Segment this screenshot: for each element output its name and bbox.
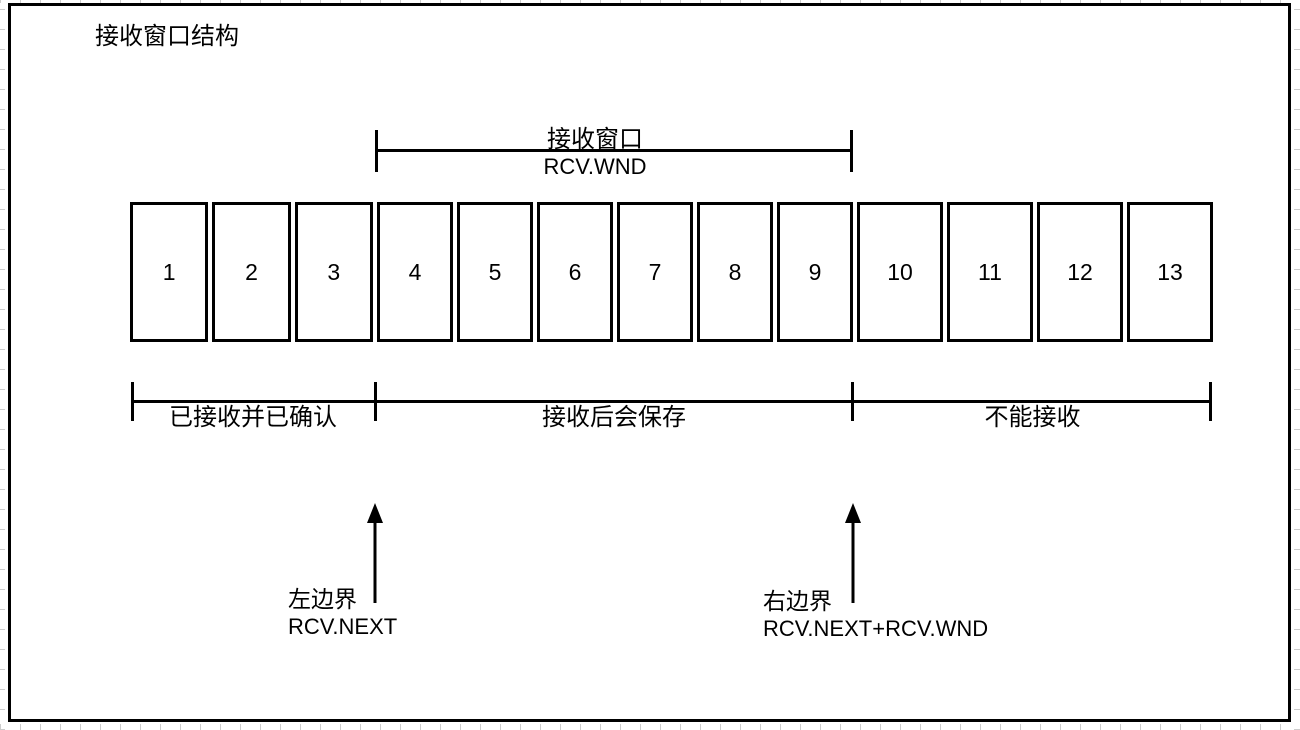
label-will-store: 接收后会保存 [541,404,686,431]
category-tick-end [1209,382,1212,421]
category-tick-rcv-next [373,382,377,421]
sequence-cell: 7 [617,202,693,342]
sequence-cell: 8 [697,202,773,342]
sequence-cell: 5 [457,202,533,342]
receive-window-label: 接收窗口 [547,126,643,153]
ruler-ticks-right [1294,0,1300,730]
sequence-cell: 13 [1127,202,1213,342]
sequence-cell: 2 [212,202,291,342]
segment-received: 1 2 3 [130,202,373,342]
category-tick-window-end [850,382,854,421]
sequence-cell: 3 [294,202,373,342]
arrow-up-icon [367,503,383,523]
sequence-cell: 10 [857,202,943,342]
arrow-shaft [373,519,377,603]
sequence-row: 1 2 3 4 5 6 7 8 9 10 11 12 13 [130,202,1213,342]
ruler-ticks-bottom [0,724,1300,730]
label-cannot-receive: 不能接收 [984,404,1081,431]
arrow-up-icon [845,503,861,523]
ruler-ticks-left [0,0,5,730]
left-boundary-title: 左边界 [288,586,357,612]
rcv-wnd-label: RCV.WND [543,154,647,179]
sequence-cell: 12 [1037,202,1123,342]
sequence-cell: 4 [377,202,453,342]
sequence-cell: 9 [777,202,853,342]
receive-window-bracket: 接收窗口 RCV.WND [375,126,853,179]
bracket-left-tick [375,130,378,172]
category-bracket: 已接收并已确认 接收后会保存 不能接收 [131,382,1212,434]
left-boundary-value: RCV.NEXT [288,614,398,639]
sequence-cell: 1 [130,202,209,342]
category-bracket-line [131,400,1212,403]
segment-window: 4 5 6 7 8 9 [377,202,853,342]
right-boundary-label-group: 右边界 RCV.NEXT+RCV.WND [763,588,988,642]
category-tick-start [131,382,134,421]
bracket-right-tick [850,130,853,172]
window-right-edge-arrow [844,503,862,603]
sequence-cell: 11 [947,202,1033,342]
sequence-cell: 6 [537,202,613,342]
rcv-next-arrow [366,503,384,603]
left-boundary-label-group: 左边界 RCV.NEXT [288,586,397,640]
diagram-title: 接收窗口结构 [95,23,239,50]
right-boundary-value: RCV.NEXT+RCV.WND [763,616,989,641]
arrow-shaft [851,519,855,603]
label-received-acked: 已接收并已确认 [168,404,337,431]
canvas-page-border [8,3,1291,722]
segment-beyond-window: 10 11 12 13 [857,202,1213,342]
bracket-line [375,149,853,152]
right-boundary-title: 右边界 [763,588,832,614]
ruler-ticks-top [0,0,1300,3]
